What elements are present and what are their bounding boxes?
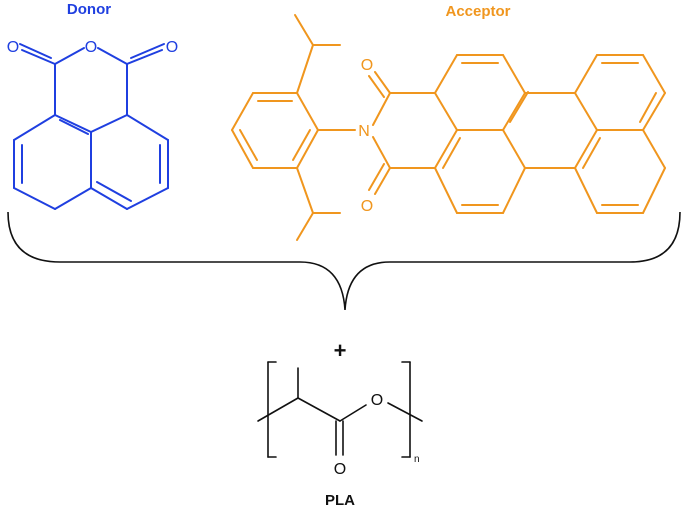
pla-ester-oxygen: O: [371, 392, 383, 409]
pla-structure: [257, 361, 423, 458]
donor-left-oxygen: O: [7, 39, 19, 56]
acceptor-label: Acceptor: [445, 3, 510, 20]
acceptor-top-oxygen: O: [361, 57, 373, 74]
acceptor-bottom-oxygen: O: [361, 198, 373, 215]
repeat-subscript: n: [414, 454, 420, 465]
plus-sign: +: [334, 338, 347, 363]
donor-ring-oxygen: O: [85, 39, 97, 56]
donor-right-oxygen: O: [166, 39, 178, 56]
acceptor-structure: [231, 14, 666, 241]
pla-carbonyl-oxygen: O: [334, 461, 346, 478]
grouping-brace: [7, 211, 681, 311]
donor-structure: [13, 43, 169, 210]
pla-label: PLA: [325, 492, 355, 509]
donor-label: Donor: [67, 1, 111, 18]
acceptor-nitrogen: N: [358, 123, 370, 140]
